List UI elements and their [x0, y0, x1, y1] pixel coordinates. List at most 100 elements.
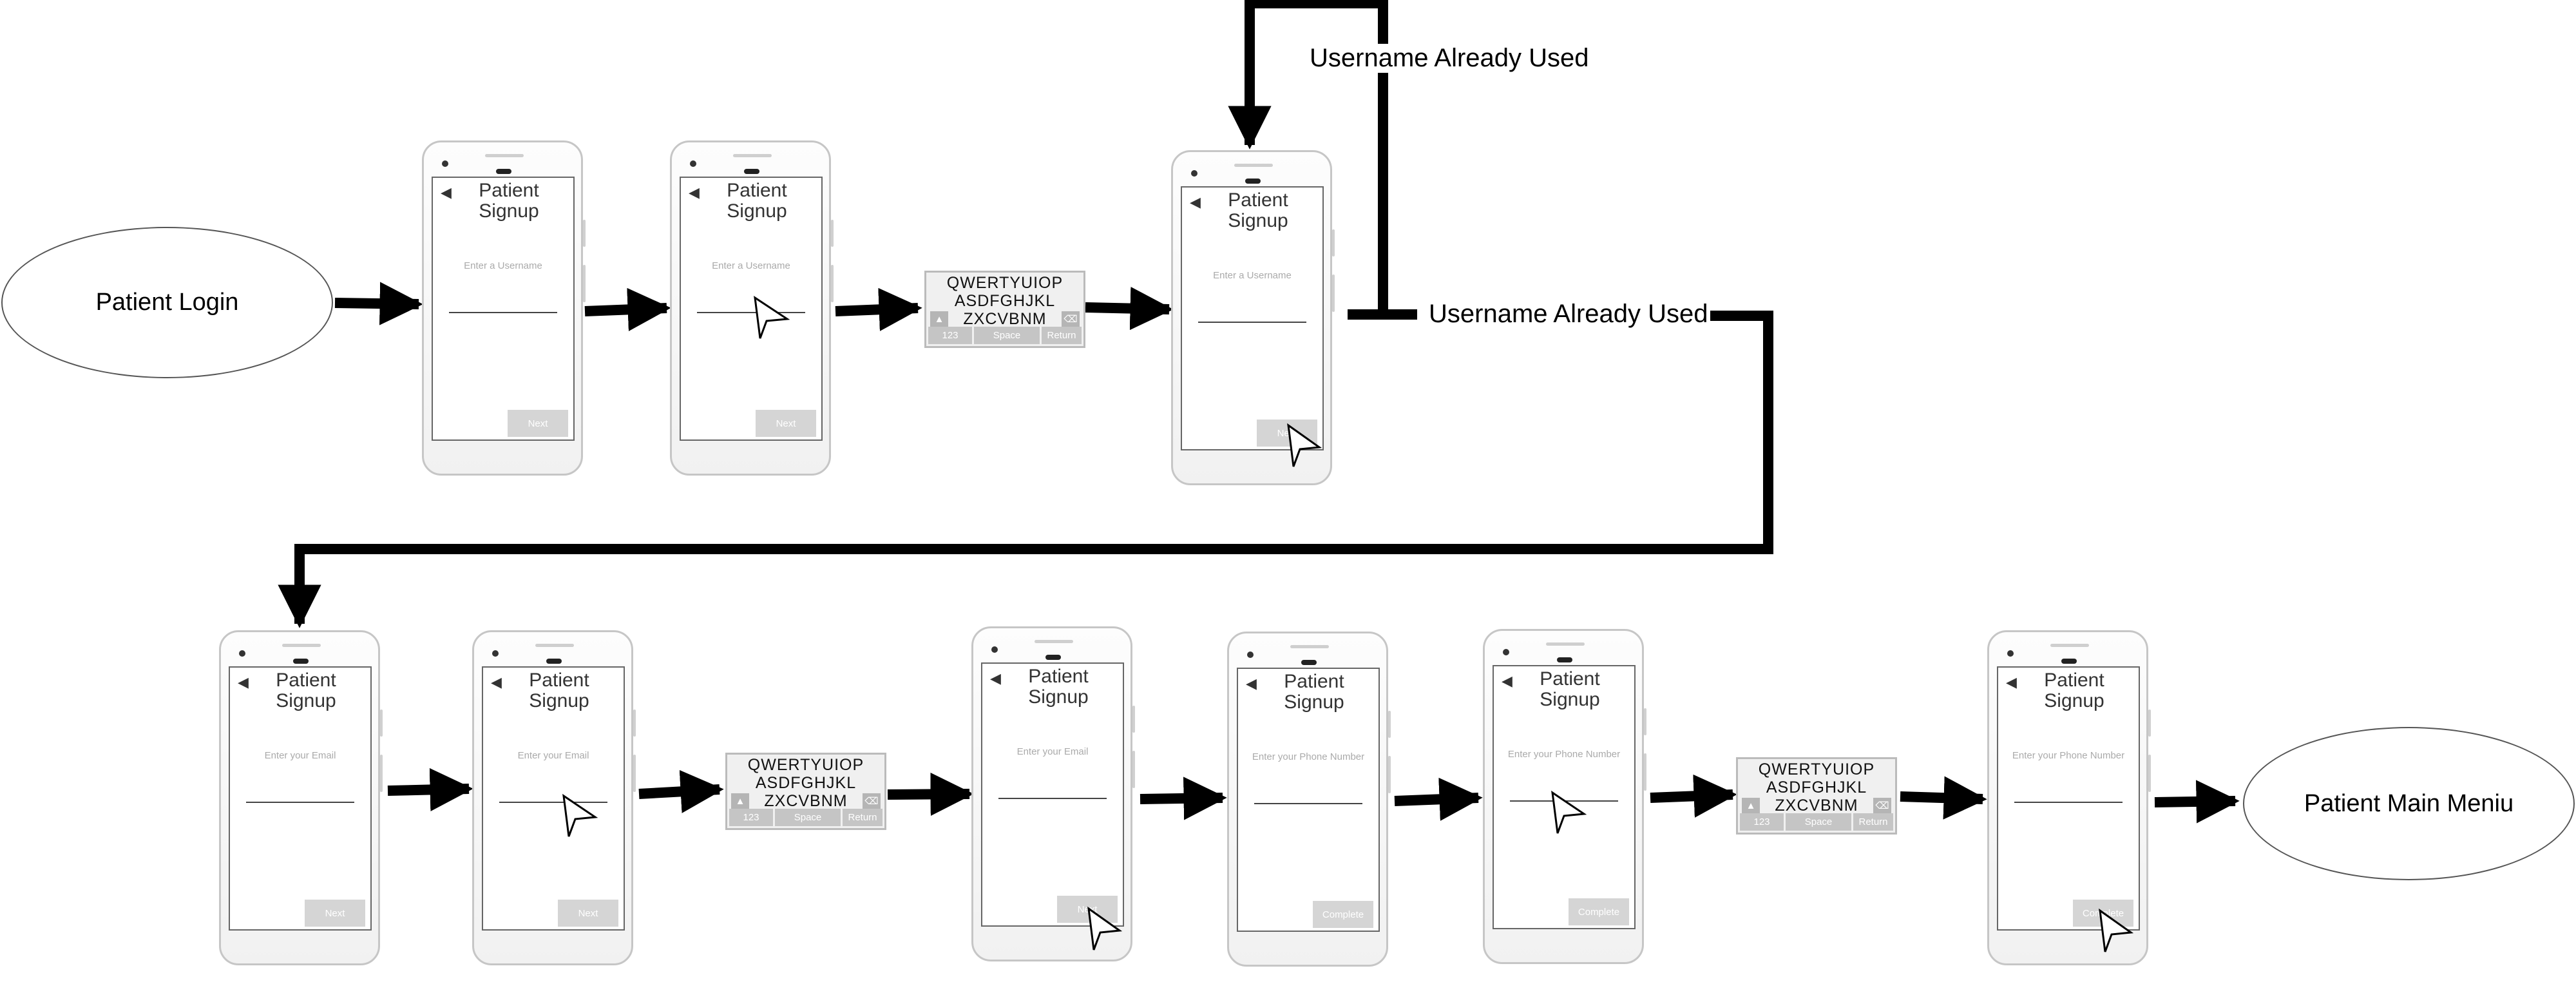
screen-title: Patient Signup	[727, 180, 787, 222]
delete-key-icon: ⌫	[1873, 798, 1891, 813]
phone-number-prompt: Enter your Phone Number	[1252, 751, 1365, 762]
keyboard-row-3: ZXCVBNM	[963, 310, 1047, 328]
key-space: Space	[1786, 813, 1851, 831]
screen-title: Patient Signup	[529, 670, 589, 711]
phone-username-tap: ◀ Patient Signup Enter a Username Next	[670, 140, 834, 476]
shift-key-icon: ▲	[1742, 798, 1760, 813]
end-node-label: Patient Main Meniu	[2304, 789, 2514, 817]
back-arrow-icon: ◀	[491, 674, 502, 690]
email-input-line	[246, 802, 354, 803]
delete-key-icon: ⌫	[1062, 311, 1080, 327]
arrow-keyboard3-to-phone9	[1900, 776, 1987, 820]
cursor-icons	[562, 295, 2134, 952]
arrow-phone1-to-phone2	[584, 287, 671, 331]
key-return: Return	[843, 809, 883, 826]
arrow-phone8-to-keyboard3	[1650, 774, 1737, 818]
username-used-branch-label: Username Already Used	[1429, 300, 1708, 329]
email-prompt: Enter your Email	[517, 750, 589, 761]
keyboard-row-3: ZXCVBNM	[1775, 796, 1858, 815]
delete-key-icon: ⌫	[863, 793, 881, 809]
phone-number-empty: ◀ Patient Signup Enter your Phone Number…	[1227, 632, 1391, 967]
phone-number-complete: ◀ Patient Signup Enter your Phone Number…	[1987, 630, 2151, 965]
complete-button: Complete	[1569, 898, 1629, 925]
email-input-line	[998, 798, 1107, 799]
keyboard-phone-number: QWERTYUIOP ASDFGHJKL ZXCVBNM ▲ ⌫ 123 Spa…	[1736, 757, 1897, 835]
phone-number-tap: ◀ Patient Signup Enter your Phone Number…	[1483, 629, 1646, 964]
phone-screen: ◀ Patient Signup Enter a Username Next	[1181, 186, 1324, 450]
arrow-phone7-to-phone8	[1394, 777, 1483, 821]
keyboard-row-2: ASDFGHJKL	[1766, 778, 1867, 796]
phone-screen: ◀ Patient Signup Enter your Email Next	[482, 666, 625, 931]
cursor-icon	[1551, 790, 1587, 834]
cursor-icon	[2099, 908, 2134, 952]
phone-screen: ◀ Patient Signup Enter your Email Next	[229, 666, 372, 931]
username-input-line	[697, 312, 805, 313]
arrow-keyboard1-to-phone3	[1085, 287, 1174, 331]
cursor-icon	[754, 295, 790, 339]
phone-email-tap: ◀ Patient Signup Enter your Email Next	[472, 630, 636, 965]
keyboard-row-2: ASDFGHJKL	[954, 292, 1056, 310]
arrow-phone9-to-main-menu	[2154, 780, 2240, 824]
back-arrow-icon: ◀	[441, 184, 452, 200]
email-prompt: Enter your Email	[1016, 746, 1089, 757]
phone-number-prompt: Enter your Phone Number	[1507, 749, 1621, 760]
phone-screen: ◀ Patient Signup Enter your Phone Number…	[1493, 665, 1636, 929]
back-arrow-icon: ◀	[2006, 674, 2017, 690]
complete-button: Complete	[1313, 901, 1373, 928]
cursor-icon	[1087, 906, 1123, 951]
username-prompt: Enter a Username	[1213, 270, 1292, 281]
arrow-login-to-phone1	[334, 282, 423, 325]
next-button: Next	[756, 410, 816, 437]
back-arrow-icon: ◀	[689, 184, 700, 200]
keyboard-row-1: QWERTYUIOP	[946, 274, 1064, 292]
username-used-loop-label: Username Already Used	[1310, 44, 1589, 73]
keyboard-row-2: ASDFGHJKL	[755, 774, 857, 792]
key-space: Space	[775, 809, 841, 826]
phone-screen: ◀ Patient Signup Enter your Phone Number…	[1997, 666, 2140, 931]
cursor-icon	[1287, 423, 1322, 467]
screen-title: Patient Signup	[1228, 189, 1288, 231]
key-space: Space	[974, 327, 1040, 344]
keyboard-row-1: QWERTYUIOP	[1758, 760, 1875, 778]
keyboard-email: QWERTYUIOP ASDFGHJKL ZXCVBNM ▲ ⌫ 123 Spa…	[725, 753, 886, 830]
arrow-phone4-to-phone5	[387, 767, 473, 812]
end-node-patient-main-menu: Patient Main Meniu	[2243, 727, 2575, 880]
arrow-keyboard2-to-phone6	[887, 772, 974, 816]
start-node-label: Patient Login	[95, 289, 239, 316]
email-prompt: Enter your Email	[264, 750, 336, 761]
next-button: Next	[1057, 896, 1118, 923]
arrow-phone2-to-keyboard1	[835, 287, 922, 331]
phone-number-prompt: Enter your Phone Number	[2012, 750, 2125, 761]
back-arrow-icon: ◀	[1246, 675, 1257, 691]
key-123: 123	[1740, 813, 1784, 831]
phone-screen: ◀ Patient Signup Enter your Phone Number…	[1237, 668, 1380, 932]
arrow-phone5-to-keyboard2	[638, 769, 724, 813]
screen-title: Patient Signup	[2044, 670, 2104, 711]
phone-email-submit: ◀ Patient Signup Enter your Email Next	[971, 626, 1135, 961]
key-return: Return	[1042, 327, 1082, 344]
screen-title: Patient Signup	[1540, 668, 1600, 710]
key-123: 123	[729, 809, 773, 826]
back-arrow-icon: ◀	[1190, 194, 1201, 210]
keyboard-username: QWERTYUIOP ASDFGHJKL ZXCVBNM ▲ ⌫ 123 Spa…	[924, 271, 1085, 348]
phone-number-input-line	[1254, 803, 1362, 804]
email-input-line	[499, 802, 607, 803]
screen-title: Patient Signup	[1028, 666, 1089, 708]
key-return: Return	[1853, 813, 1893, 831]
flow-arrows	[278, 0, 2240, 824]
phone-number-input-line	[2014, 802, 2123, 803]
start-node-patient-login: Patient Login	[1, 227, 333, 378]
phone-screen: ◀ Patient Signup Enter a Username Next	[432, 177, 575, 441]
next-button: Next	[508, 410, 568, 437]
arrow-phone6-to-phone7	[1140, 777, 1227, 820]
arrow-branch-to-email	[278, 311, 1773, 628]
screen-title: Patient Signup	[276, 670, 336, 711]
phone-screen: ◀ Patient Signup Enter your Email Next	[981, 662, 1124, 927]
keyboard-row-3: ZXCVBNM	[764, 792, 848, 810]
shift-key-icon: ▲	[731, 793, 749, 809]
phone-username-empty: ◀ Patient Signup Enter a Username Next	[422, 140, 586, 476]
screen-title: Patient Signup	[1284, 671, 1344, 713]
